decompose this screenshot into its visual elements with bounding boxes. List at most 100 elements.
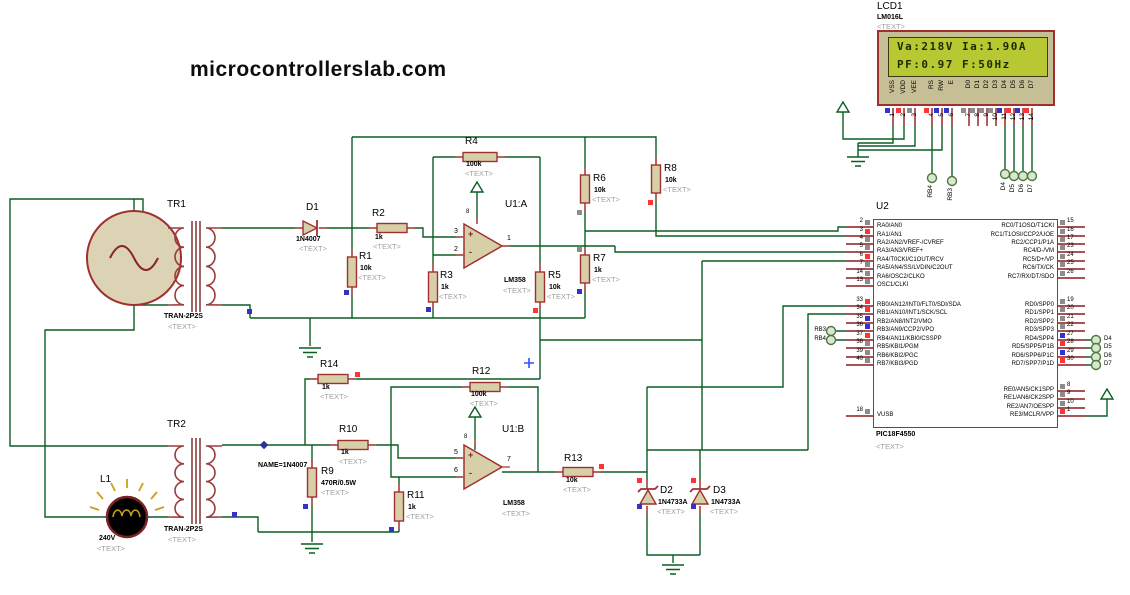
net-marker-square xyxy=(885,108,890,113)
resistor-ref-r2: R2 xyxy=(372,208,385,219)
pic-pin-number: 19 xyxy=(1067,297,1074,303)
resistor-r14[interactable] xyxy=(317,373,349,385)
net-marker-square xyxy=(865,254,870,259)
net-marker-square xyxy=(648,200,653,205)
net-marker-square xyxy=(1060,333,1065,338)
resistor-value-r1: 10k xyxy=(360,265,372,272)
lamp-value: 240V xyxy=(99,535,116,542)
net-marker-square xyxy=(907,108,912,113)
zener-d3[interactable] xyxy=(689,480,711,514)
resistor-text-r10: <TEXT> xyxy=(339,457,367,466)
pic-pin-name: RB7/KBI3/PGD xyxy=(877,361,919,367)
resistor-text-r12: <TEXT> xyxy=(470,399,498,408)
opamp-pin-plus-opamp_b: 5 xyxy=(454,449,458,456)
terminal-circle[interactable] xyxy=(1026,170,1038,182)
terminal-circle[interactable] xyxy=(999,168,1011,180)
net-marker-square xyxy=(1060,401,1065,406)
zener-d2[interactable] xyxy=(637,480,659,514)
ground-symbol xyxy=(299,156,869,575)
terminal-circle[interactable] xyxy=(926,172,938,184)
pic-ref: U2 xyxy=(876,201,889,212)
resistor-text-r9: <TEXT> xyxy=(321,488,349,497)
net-marker-square xyxy=(896,108,901,113)
resistor-r6[interactable] xyxy=(579,174,591,204)
transformer-text-tr1: <TEXT> xyxy=(168,322,196,331)
lcd-pin-number: 6 xyxy=(948,113,955,117)
net-marker-square xyxy=(533,308,538,313)
transformer-ref-tr2: TR2 xyxy=(167,419,186,430)
lcd-pin-number: 14 xyxy=(1028,113,1035,121)
transformer-tr1[interactable] xyxy=(167,221,223,312)
pic-pin-name: RD7/SPP7/P1D xyxy=(1011,361,1054,367)
net-marker-square xyxy=(1060,229,1065,234)
pic-pin-name: RC7/RX/DT/SDO xyxy=(1007,274,1054,280)
opamp-pin-plus-opamp_a: 3 xyxy=(454,228,458,235)
opamp-u1b[interactable] xyxy=(456,439,510,491)
lcd-ref: LCD1 xyxy=(877,1,903,12)
pic-pin-number: 9 xyxy=(1067,390,1071,396)
resistor-r10[interactable] xyxy=(337,439,369,451)
terminal-circle[interactable] xyxy=(825,334,837,346)
net-marker-square xyxy=(865,358,870,363)
terminal-label-d7: D7 xyxy=(1104,361,1112,367)
opamp-pin-vcc-opamp_b: 8 xyxy=(464,434,468,440)
pic-pin-number: 37 xyxy=(856,331,863,337)
resistor-r9[interactable] xyxy=(306,467,318,498)
opamp-pin-out-opamp_a: 1 xyxy=(507,235,511,242)
watermark-text: microcontrollerslab.com xyxy=(190,58,447,81)
resistor-r5[interactable] xyxy=(534,271,546,303)
resistor-value-r2: 1k xyxy=(375,234,383,241)
resistor-ref-r6: R6 xyxy=(593,173,606,184)
terminal-circle[interactable] xyxy=(1008,170,1020,182)
net-marker-square xyxy=(988,108,993,113)
pic-pin-number: 6 xyxy=(859,252,863,258)
resistor-r13[interactable] xyxy=(562,466,594,478)
pic-pin-number: 39 xyxy=(856,348,863,354)
terminal-circle[interactable] xyxy=(1017,170,1029,182)
opamp-text-opamp_b: <TEXT> xyxy=(502,509,530,518)
wire-network[interactable] xyxy=(9,126,1108,563)
transformer-tr2[interactable] xyxy=(167,438,223,524)
lcd-pin-name: D3 xyxy=(992,80,999,89)
resistor-r8[interactable] xyxy=(650,164,662,194)
resistor-ref-r11: R11 xyxy=(407,490,425,501)
net-marker-square xyxy=(1060,384,1065,389)
pic-pin-number: 34 xyxy=(856,305,863,311)
net-marker-square xyxy=(1060,392,1065,397)
ac-source[interactable] xyxy=(86,210,182,306)
terminal-circle[interactable] xyxy=(1090,342,1102,354)
diode-d1[interactable] xyxy=(295,219,327,237)
lamp-l1[interactable] xyxy=(89,479,165,539)
resistor-r3[interactable] xyxy=(427,271,439,303)
resistor-ref-r7: R7 xyxy=(593,253,606,264)
net-marker-square xyxy=(865,409,870,414)
lcd-pin-name: VDD xyxy=(900,80,907,94)
terminal-circle[interactable] xyxy=(825,325,837,337)
lcd-text: <TEXT> xyxy=(877,22,905,31)
resistor-r12[interactable] xyxy=(469,381,501,393)
terminal-label-rb4: RB4 xyxy=(814,336,826,342)
pic-pin-number: 2 xyxy=(859,218,863,224)
resistor-ref-r12: R12 xyxy=(472,366,491,377)
pic-pin-name: RD2/SPP2 xyxy=(1024,319,1054,325)
terminal-circle[interactable] xyxy=(1090,359,1102,371)
pic-pin-number: 23 xyxy=(1067,243,1074,249)
resistor-r7[interactable] xyxy=(579,254,591,284)
resistor-r1[interactable] xyxy=(346,256,358,288)
pic18f4550-chip[interactable] xyxy=(873,219,1058,428)
resistor-r11[interactable] xyxy=(393,491,405,522)
resistor-value-r13: 10k xyxy=(566,477,578,484)
opamp-u1a[interactable] xyxy=(456,218,510,270)
lcd-pin-number: 8 xyxy=(974,113,981,117)
resistor-r4[interactable] xyxy=(462,151,498,163)
terminal-circle[interactable] xyxy=(946,175,958,187)
resistor-value-r8: 10k xyxy=(665,177,677,184)
terminal-label-d4: D4 xyxy=(1000,182,1007,191)
pic-pin-name: RD4/SPP4 xyxy=(1024,336,1054,342)
resistor-ref-r9: R9 xyxy=(321,466,334,477)
net-marker-square xyxy=(577,247,582,252)
pic-part: PIC18F4550 xyxy=(876,431,916,438)
resistor-r2[interactable] xyxy=(376,222,408,234)
net-marker-square xyxy=(1060,262,1065,267)
pic-pin-name: RA0/AN0 xyxy=(877,223,903,229)
